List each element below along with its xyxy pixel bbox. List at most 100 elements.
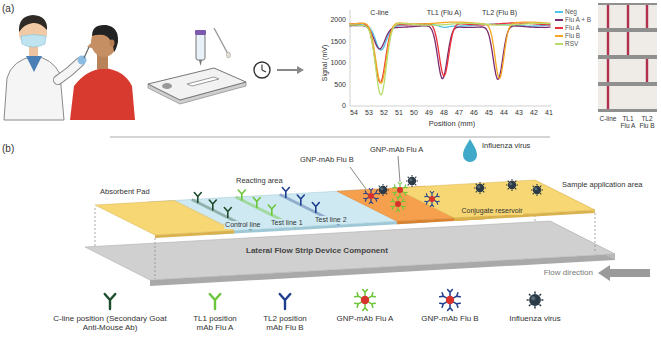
capture-antibodies	[297, 195, 304, 205]
gold-conjugates	[364, 189, 379, 204]
leader-lines	[398, 156, 400, 182]
leader-lines	[350, 167, 366, 189]
timer-clock	[254, 62, 270, 78]
part-label: Sample application area	[562, 181, 642, 190]
absorbent-pad	[95, 201, 234, 236]
strip-photo	[598, 3, 657, 112]
virus-particles	[474, 182, 486, 194]
tick-label: 46	[470, 109, 478, 117]
tick-label: 48	[440, 109, 448, 117]
strip-photo	[627, 5, 629, 55]
process-arrow	[277, 66, 304, 74]
timer-clock	[262, 65, 266, 73]
tick-label: 1000	[330, 59, 346, 67]
projection-lines	[595, 213, 596, 252]
signal-curve	[350, 26, 551, 80]
process-arrow	[297, 66, 304, 74]
key-icons	[280, 294, 291, 309]
virus-particles	[506, 179, 518, 191]
peak-label: TL1 (Flu A)	[427, 9, 462, 17]
strip-line-label: TL2 Flu B	[637, 115, 657, 130]
patient-figure	[92, 25, 118, 52]
capture-antibodies	[282, 188, 289, 198]
tick-label: 45	[485, 109, 493, 117]
chart-axes	[350, 106, 551, 107]
capture-antibodies	[224, 208, 231, 218]
gold-conjugates	[391, 197, 406, 212]
key-text: C-line position (Secondary Goat Anti-Mou…	[45, 314, 175, 332]
absorbent-pad	[95, 201, 234, 239]
part-label: GNP-mAb Flu B	[300, 156, 354, 165]
doctor-figure	[4, 56, 64, 120]
chart-axes	[350, 10, 551, 106]
virus-particles	[474, 179, 543, 196]
key-icons	[210, 294, 221, 309]
key-text: Influenza virus	[495, 314, 575, 323]
legend-swatch	[555, 35, 563, 37]
tick-label: 52	[380, 109, 388, 117]
flow-arrow	[598, 265, 650, 281]
projection-lines	[155, 238, 156, 279]
patient-figure	[110, 40, 115, 47]
part-label: Reacting area	[236, 177, 283, 186]
panel-letter: (a)	[2, 3, 14, 15]
tick-label: 43	[515, 109, 523, 117]
gold-conjugates	[393, 183, 408, 198]
legend-text: Neg	[565, 8, 577, 15]
panel-separator	[110, 137, 550, 138]
gold-conjugates	[406, 175, 418, 187]
panel-letter: (b)	[2, 143, 14, 155]
tick-label: 50	[410, 109, 418, 117]
swab-stick	[227, 52, 231, 58]
key-icons	[355, 290, 376, 311]
swab-stick	[214, 28, 228, 54]
tick-label: 47	[455, 109, 463, 117]
key-text: GNP-mAb Flu B	[414, 314, 486, 323]
tick-label: 49	[425, 109, 433, 117]
tick-label: 41	[545, 109, 553, 117]
tick-label: 54	[350, 109, 358, 117]
buffer-tube	[195, 30, 206, 66]
test-cassette	[187, 77, 219, 86]
leader-lines	[350, 156, 400, 189]
part-label: Conjugate reservoir	[460, 207, 523, 215]
signal-curve	[350, 23, 551, 83]
peak-label: C-line	[370, 9, 388, 17]
nasal-swab	[84, 47, 89, 58]
doctor-figure	[26, 56, 42, 72]
legend-swatch	[555, 19, 563, 21]
line-label: Test line 1	[270, 218, 304, 226]
tick-label: 42	[530, 109, 538, 117]
capture-antibodies	[253, 198, 260, 208]
part-label: Absorbent Pad	[100, 188, 150, 197]
patient-figure	[87, 42, 92, 48]
key-text: TL1 position mAb Flu A	[186, 314, 244, 332]
doctor-figure	[58, 62, 80, 80]
capture-antibodies	[268, 205, 275, 215]
timer-clock	[254, 62, 270, 78]
strip-line-label: TL1 Flu A	[618, 115, 638, 130]
line-label: Test line 2	[314, 216, 348, 224]
signal-curve	[350, 23, 551, 95]
tick-label: 500	[334, 80, 346, 88]
legend-swatch	[555, 43, 563, 45]
strip-photo	[646, 5, 648, 82]
gold-conjugates	[377, 184, 389, 196]
patient-figure	[70, 25, 135, 120]
key-text: TL2 position mAb Flu B	[256, 314, 314, 332]
legend-text: Flu A	[565, 24, 580, 31]
capture-antibodies	[194, 193, 201, 203]
test-cassette	[162, 83, 172, 89]
key-icons	[527, 292, 544, 309]
axis-title: Position (mm)	[429, 120, 475, 129]
gold-conjugates	[364, 175, 440, 212]
test-cassette	[148, 68, 246, 100]
strip-line-label: C-line	[599, 115, 618, 122]
component-label: Lateral Flow Strip Device Component	[245, 246, 389, 255]
projection-lines	[95, 208, 96, 246]
key-icons	[105, 290, 544, 311]
gold-conjugates	[425, 192, 440, 207]
process-arrow	[277, 69, 297, 71]
